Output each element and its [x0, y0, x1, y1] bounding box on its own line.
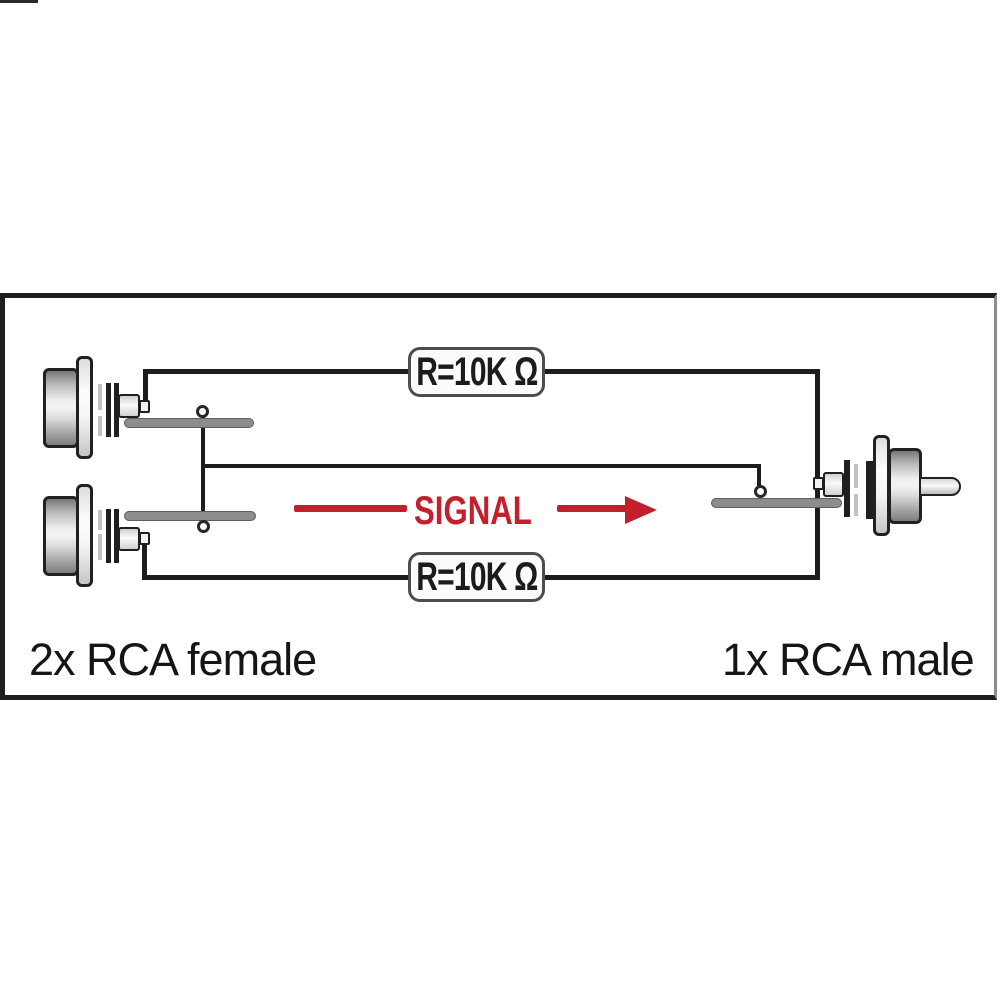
ground-tab-female-bottom: [124, 511, 256, 521]
rca-female-bottom-barrel-icon: [43, 496, 79, 576]
rca-male-gap-mark: [854, 464, 858, 488]
rca-female-top-barrel-icon: [43, 368, 79, 448]
wire-top-pin-riser: [143, 369, 148, 407]
rca-male-contact-bar: [866, 461, 873, 519]
junction-ring-male: [754, 485, 767, 498]
resistor-box-bottom: R=10K Ω: [408, 552, 545, 602]
caption-right: 1x RCA male: [722, 634, 975, 685]
rca-female-top-contact-bar: [114, 383, 119, 437]
resistor-box-top: R=10K Ω: [408, 347, 545, 397]
ground-tab-female-top: [124, 418, 254, 428]
rca-male-barrel-icon: [888, 448, 922, 524]
rca-male-gap-mark: [854, 494, 858, 516]
signal-label: SIGNAL: [414, 489, 532, 533]
rca-female-bottom-contact-bar: [114, 509, 119, 563]
signal-arrow-shaft: [557, 505, 627, 512]
rca-female-top-gap-mark: [98, 416, 102, 436]
rca-male-contact-bar: [844, 460, 850, 517]
wire-ground-middle: [203, 464, 761, 468]
rca-female-bottom-pin-icon: [118, 527, 140, 551]
rca-female-bottom-contact-bar: [106, 509, 111, 563]
rca-female-top-contact-bar: [106, 383, 111, 437]
resistor-label-top: R=10K Ω: [415, 349, 538, 394]
rca-male-pin-icon: [919, 477, 961, 496]
rca-female-bottom-pin-nub: [139, 532, 150, 545]
rca-female-bottom-gap-mark: [98, 534, 102, 560]
wire-ground-link: [201, 411, 205, 528]
wire-ground-drop: [757, 464, 761, 490]
junction-ring-top: [196, 405, 209, 418]
rca-female-bottom-flange-icon: [76, 484, 93, 587]
signal-arrowhead-icon: [625, 496, 657, 524]
signal-line-left: [294, 505, 407, 512]
rca-male-tab-icon: [823, 472, 844, 497]
rca-female-top-flange-icon: [76, 356, 93, 459]
resistor-label-bottom: R=10K Ω: [415, 554, 538, 599]
wire-right-rail: [815, 369, 820, 580]
rca-female-top-pin-nub: [139, 400, 150, 413]
junction-ring-bottom: [197, 520, 210, 533]
wire-bottom-pin-drop: [142, 541, 147, 580]
rca-female-top-gap-mark: [98, 384, 102, 410]
caption-left: 2x RCA female: [29, 634, 317, 685]
crop-artifact: [0, 0, 38, 3]
ground-tab-male: [711, 498, 842, 508]
rca-female-top-pin-icon: [118, 394, 140, 418]
rca-female-bottom-gap-mark: [98, 510, 102, 530]
